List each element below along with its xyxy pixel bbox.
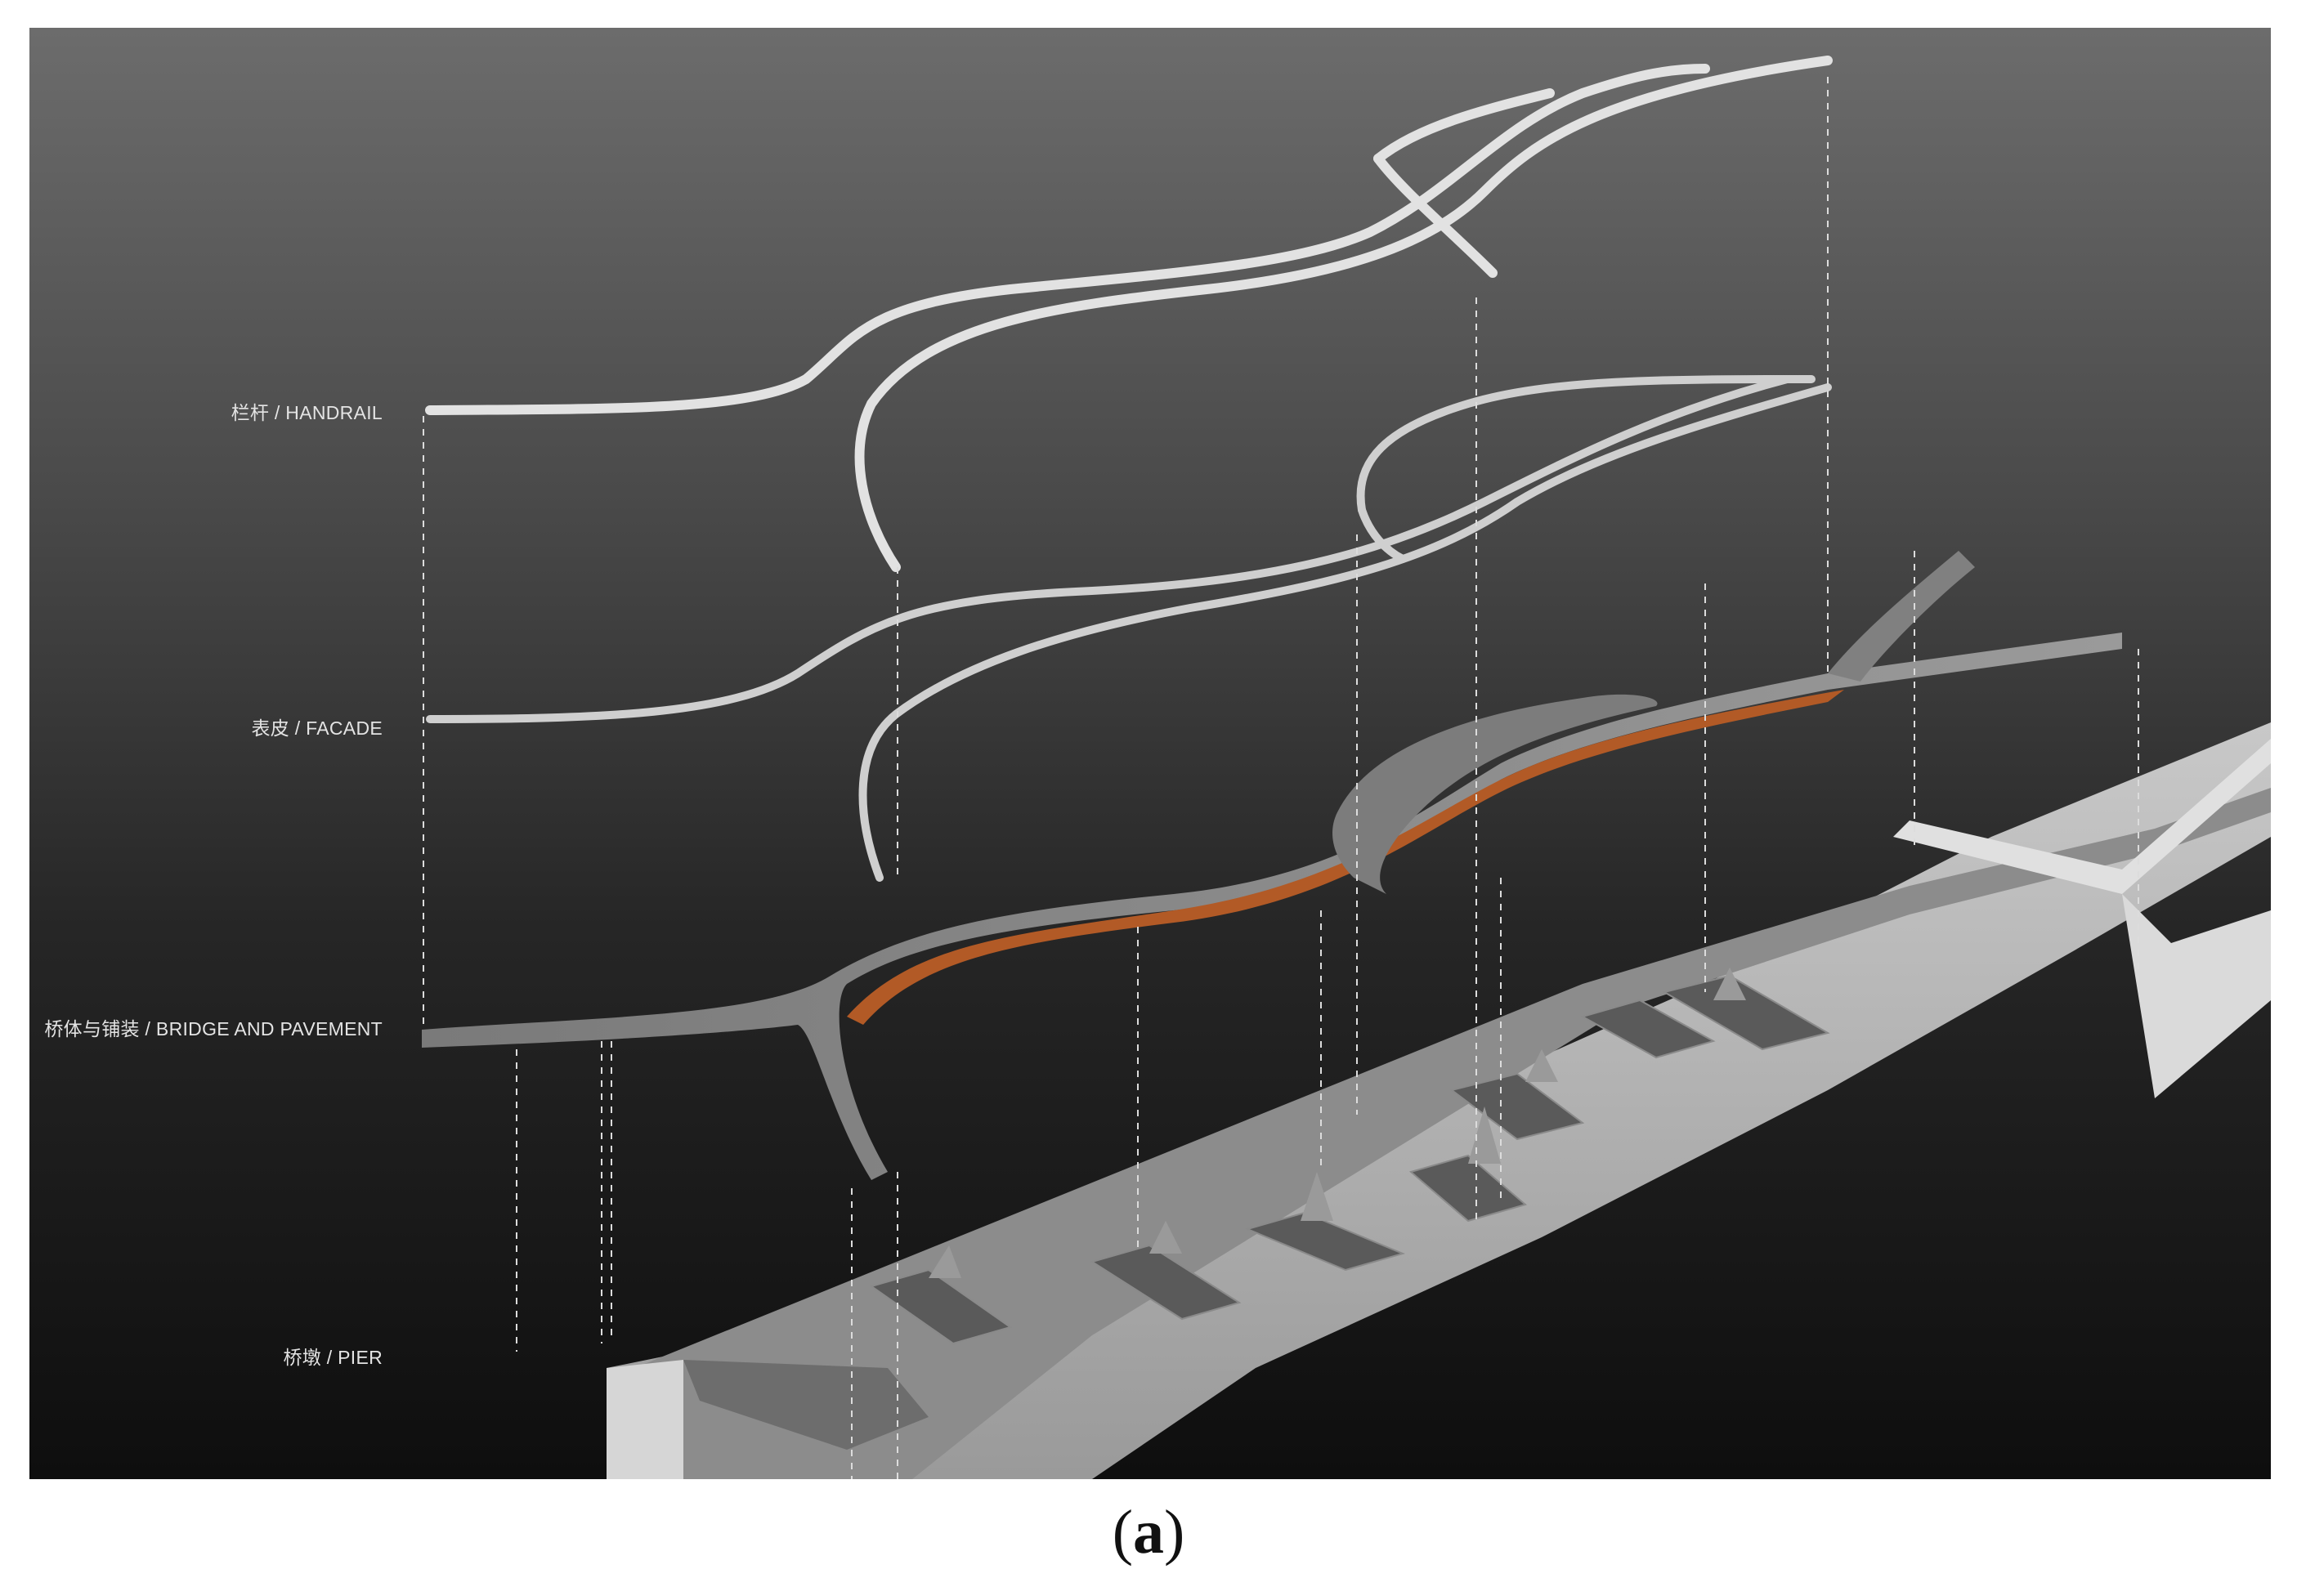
label-pier: 桥墩 / PIER	[283, 1347, 383, 1368]
guide-lines	[423, 77, 2139, 1479]
facade-ribbons	[426, 375, 1832, 882]
label-bridge-and-pavement: 桥体与铺装 / BRIDGE AND PAVEMENT	[44, 1018, 383, 1039]
diagram-panel: 栏杆 / HANDRAIL 表皮 / FACADE 桥体与铺装 / BRIDGE…	[29, 28, 2271, 1479]
figure-caption: (a)	[0, 1497, 2297, 1568]
bridge-deck	[422, 551, 2122, 1180]
exploded-axonometric-diagram	[422, 56, 2271, 1479]
caption-open-paren: (	[1112, 1498, 1133, 1567]
ground-structure	[607, 722, 2271, 1479]
caption-letter: a	[1133, 1498, 1164, 1567]
label-handrail: 栏杆 / HANDRAIL	[231, 402, 383, 423]
caption-close-paren: )	[1164, 1498, 1185, 1567]
label-facade: 表皮 / FACADE	[251, 718, 383, 739]
pier-group	[869, 974, 1830, 1345]
handrail-ribbons	[425, 56, 1833, 572]
